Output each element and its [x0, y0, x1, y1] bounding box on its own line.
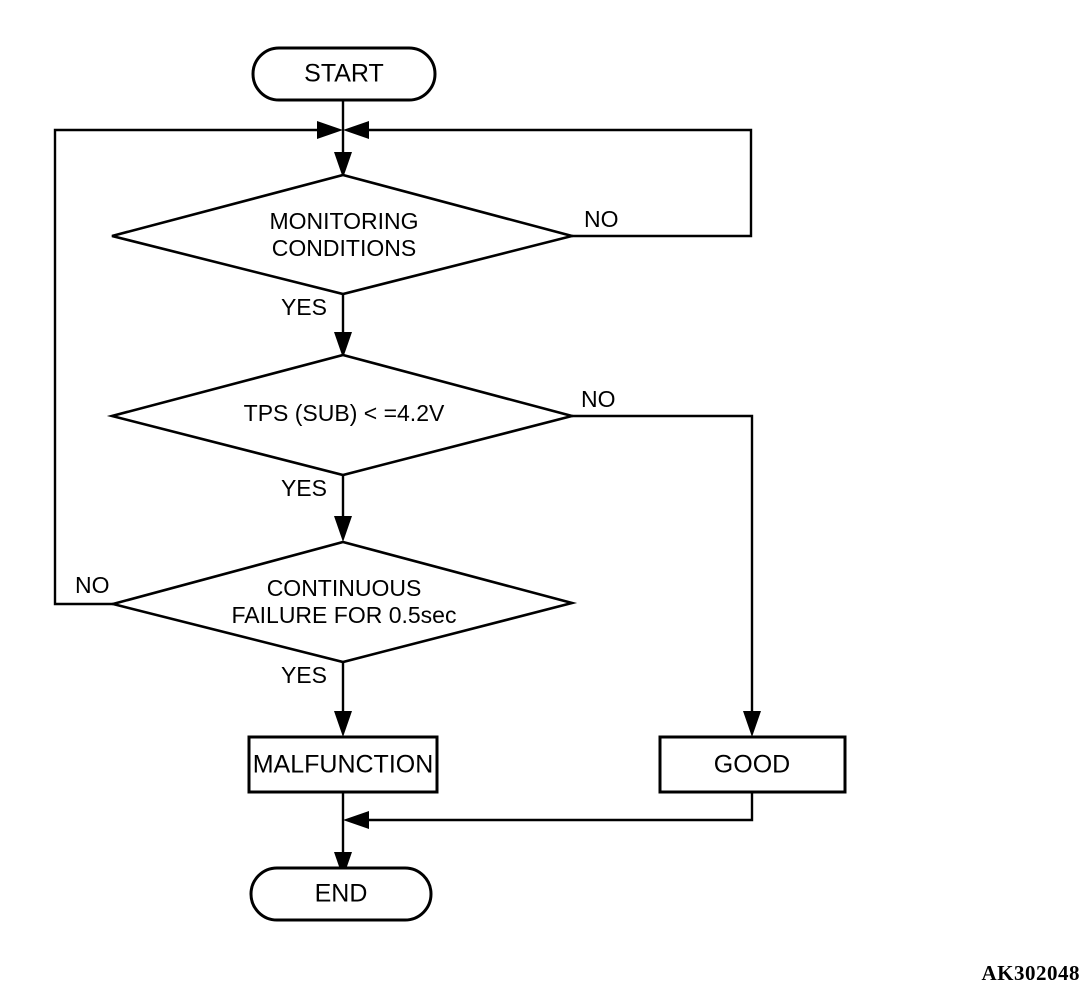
- node-monitoring-conditions-label-line2: CONDITIONS: [272, 235, 416, 261]
- node-monitoring-conditions-label-line1: MONITORING: [269, 208, 418, 234]
- node-good[interactable]: [658, 735, 847, 794]
- arrow-into-monitoring: [334, 152, 352, 178]
- node-tps-check[interactable]: [106, 353, 578, 477]
- arrow-into-end: [334, 852, 352, 878]
- node-end[interactable]: [249, 866, 433, 922]
- node-end-label: END: [315, 880, 368, 908]
- connector-failure-no-loop: [53, 128, 335, 606]
- node-good-label: GOOD: [714, 751, 790, 779]
- arrow-loop-right-into-junction: [343, 121, 369, 139]
- node-start[interactable]: [251, 46, 437, 102]
- branch-label-tps-no: NO: [581, 386, 616, 412]
- arrow-loop-left-into-junction: [317, 121, 343, 139]
- branch-label-monitoring-yes: YES: [281, 294, 327, 320]
- arrow-merge-into-end-line: [343, 811, 369, 829]
- arrow-into-failure: [334, 516, 352, 542]
- arrow-into-malfunction: [334, 711, 352, 737]
- branch-label-failure-yes: YES: [281, 662, 327, 688]
- connector-monitoring-no-loop: [351, 128, 753, 238]
- node-tps-check-label: TPS (SUB) < =4.2V: [244, 400, 445, 426]
- figure-id-watermark: AK302048: [982, 961, 1081, 985]
- node-malfunction-label: MALFUNCTION: [253, 751, 434, 779]
- node-continuous-failure-label-line2: FAILURE FOR 0.5sec: [232, 602, 457, 628]
- connector-good-to-end-merge: [351, 792, 754, 822]
- node-monitoring-conditions[interactable]: [111, 173, 578, 296]
- branch-label-failure-no: NO: [75, 572, 110, 598]
- arrow-into-good: [743, 711, 761, 737]
- node-start-label: START: [304, 60, 384, 88]
- node-malfunction[interactable]: [247, 735, 439, 794]
- node-continuous-failure-label-line1: CONTINUOUS: [267, 575, 422, 601]
- connector-tps-no-to-good: [572, 414, 754, 731]
- branch-label-tps-yes: YES: [281, 475, 327, 501]
- branch-label-monitoring-no: NO: [584, 206, 619, 232]
- arrow-into-tps: [334, 332, 352, 358]
- node-continuous-failure[interactable]: [107, 540, 578, 664]
